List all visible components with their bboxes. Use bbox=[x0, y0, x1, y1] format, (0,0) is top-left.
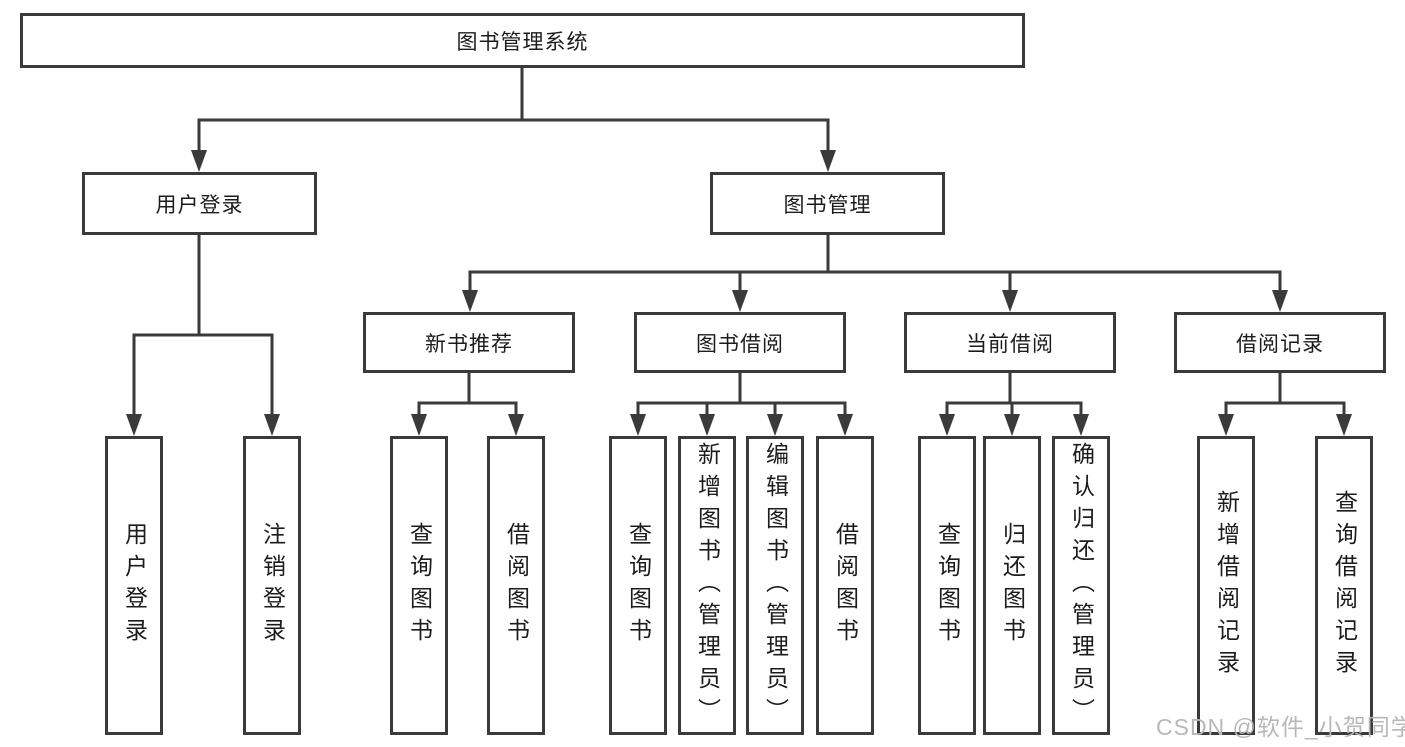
node-label: 新书推荐 bbox=[425, 332, 513, 356]
leaf-label: 查询借阅记录 bbox=[1331, 489, 1358, 682]
node-label: 图书管理 bbox=[783, 193, 872, 217]
leaf-add-books-admin: 新增图书（管理员） bbox=[678, 436, 736, 735]
node-label: 借阅记录 bbox=[1236, 332, 1324, 356]
leaf-borrow-books-recommend: 借阅图书 bbox=[487, 436, 545, 735]
leaf-return-books: 归还图书 bbox=[983, 436, 1041, 735]
node-borrowing-records: 借阅记录 bbox=[1174, 312, 1386, 373]
leaf-query-books-borrow: 查询图书 bbox=[609, 436, 667, 735]
leaf-user-login: 用户登录 bbox=[105, 436, 163, 735]
leaf-label: 新增借阅记录 bbox=[1213, 489, 1240, 682]
leaf-edit-books-admin: 编辑图书（管理员） bbox=[746, 436, 804, 735]
leaf-label: 借阅图书 bbox=[503, 521, 530, 650]
leaf-label: 新增图书（管理员） bbox=[694, 441, 721, 730]
node-book-management-branch: 图书管理 bbox=[710, 172, 945, 235]
node-new-book-recommendation: 新书推荐 bbox=[363, 312, 575, 373]
leaf-label: 归还图书 bbox=[999, 521, 1026, 650]
leaf-query-books-recommend: 查询图书 bbox=[390, 436, 448, 735]
leaf-logout: 注销登录 bbox=[243, 436, 301, 735]
leaf-query-borrow-record: 查询借阅记录 bbox=[1315, 436, 1373, 735]
leaf-query-books-current: 查询图书 bbox=[918, 436, 976, 735]
node-library-management-system: 图书管理系统 bbox=[20, 13, 1025, 68]
node-current-borrowing: 当前借阅 bbox=[904, 312, 1116, 373]
leaf-label: 编辑图书（管理员） bbox=[762, 441, 789, 730]
leaf-label: 借阅图书 bbox=[832, 521, 859, 650]
leaf-label: 确认归还（管理员） bbox=[1068, 441, 1095, 730]
leaf-label: 查询图书 bbox=[934, 521, 961, 650]
leaf-borrow-books: 借阅图书 bbox=[816, 436, 874, 735]
node-label: 图书管理系统 bbox=[456, 30, 589, 54]
leaf-confirm-return-admin: 确认归还（管理员） bbox=[1052, 436, 1110, 735]
node-label: 当前借阅 bbox=[966, 332, 1054, 356]
node-label: 图书借阅 bbox=[696, 332, 784, 356]
leaf-label: 用户登录 bbox=[121, 521, 148, 650]
leaf-label: 查询图书 bbox=[406, 521, 433, 650]
node-book-borrowing: 图书借阅 bbox=[634, 312, 846, 373]
node-user-login-branch: 用户登录 bbox=[82, 172, 317, 235]
csdn-watermark: CSDN @软件_小贺同学 bbox=[1156, 714, 1405, 740]
leaf-label: 查询图书 bbox=[625, 521, 652, 650]
leaf-add-borrow-record: 新增借阅记录 bbox=[1197, 436, 1255, 735]
node-label: 用户登录 bbox=[155, 193, 244, 217]
leaf-label: 注销登录 bbox=[259, 521, 286, 650]
